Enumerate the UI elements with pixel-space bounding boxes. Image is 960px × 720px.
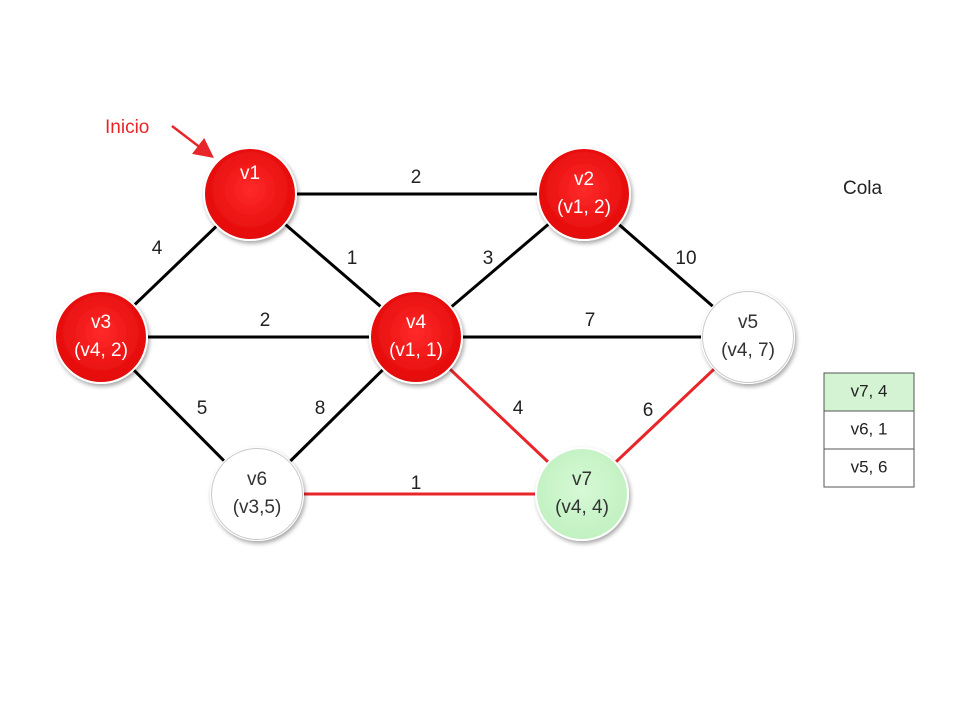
node-circle-v3 [54,290,148,384]
queue-item-box [823,448,915,488]
node-v3: v3 (v4, 2) [54,290,148,384]
edge-weight-v4-v2: 3 [483,248,494,269]
queue-item-label: v7, 4 [851,381,888,400]
edge-weight-v4-v7: 4 [513,398,524,419]
queue-title: Cola [843,178,883,199]
node-name-v4: v4 [406,312,427,333]
node-path-v4: (v1, 1) [389,340,443,361]
node-path-v5: (v4, 7) [721,340,775,361]
nodes-layer: v1 v2 (v1, 2) v3 (v4, 2) v4 (v1, 1) v5 (v4, 7) v6… [54,147,795,541]
node-v5: v5 (v4, 7) [701,290,795,384]
node-name-v7: v7 [572,469,592,490]
edge-weight-v3-v4: 2 [260,310,271,331]
queue-item-box [823,410,915,450]
queue-item-label: v6, 1 [851,419,888,438]
node-name-v1: v1 [240,163,260,184]
queue-panel: Cola v7, 4 v6, 1 v5, 6 [823,178,915,488]
node-circle-v7 [535,447,629,541]
node-outline-v6 [211,448,303,540]
edge-weight-v4-v6: 8 [315,398,326,419]
queue-list: v7, 4 v6, 1 v5, 6 [823,372,915,488]
node-path-v6: (v3,5) [233,497,282,518]
edge-weight-v3-v6: 5 [197,398,208,419]
edge-weight-v7-v5: 6 [643,400,654,421]
node-v7: v7 (v4, 4) [535,447,629,541]
node-v6: v6 (v3,5) [210,447,304,541]
start-indicator: Inicio [105,117,214,159]
node-name-v5: v5 [738,312,758,333]
edge-weight-v1-v4: 1 [347,248,358,269]
node-name-v6: v6 [247,469,267,490]
node-outline-v5 [702,291,794,383]
node-name-v2: v2 [574,169,594,190]
node-v2: v2 (v1, 2) [537,147,631,241]
node-v1: v1 [203,147,297,241]
node-v4: v4 (v1, 1) [369,290,463,384]
node-path-v2: (v1, 2) [557,197,611,218]
edge-weight-v1-v2: 2 [411,167,422,188]
node-path-v7: (v4, 4) [555,497,609,518]
edge-weight-v6-v7: 1 [411,473,422,494]
node-circle-v2 [537,147,631,241]
edge-weight-v2-v5: 10 [675,248,696,269]
queue-item-label: v5, 6 [851,457,888,476]
node-circle-v4 [369,290,463,384]
edge-weights-layer: 2 4 1 3 10 2 7 5 8 4 6 1 [152,167,697,494]
node-circle-v1 [203,147,297,241]
node-path-v3: (v4, 2) [74,340,128,361]
start-arrow-icon [171,125,214,159]
node-name-v3: v3 [91,312,111,333]
edge-weight-v1-v3: 4 [152,238,163,259]
start-label: Inicio [105,117,149,138]
edge-weight-v4-v5: 7 [585,310,596,331]
